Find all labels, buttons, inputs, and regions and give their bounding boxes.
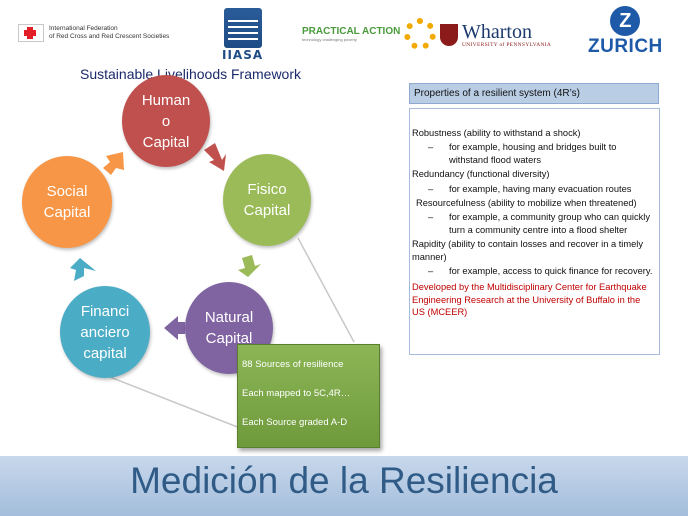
resourcefulness-example: – for example, a community group who can …: [412, 211, 655, 236]
dash: –: [428, 183, 434, 194]
sources-grading: Each Source graded A-D: [242, 417, 348, 428]
financiero-capital-node: Financi anciero capital: [60, 286, 150, 378]
wharton-logo: Wharton UNIVERSITY of PENNSYLVANIA: [440, 22, 551, 48]
redundancy-example-text: for example, having many evacuation rout…: [449, 183, 632, 194]
social-capital-node: Social Capital: [22, 156, 112, 248]
practical-action-name: PRACTICAL ACTION: [302, 26, 401, 37]
robustness-item: Robustness (ability to withstand a shock…: [412, 128, 581, 138]
zurich-logo: Z ZURICH: [588, 6, 663, 58]
robustness-example: – for example, housing and bridges built …: [412, 141, 655, 166]
arrow-social-to-human: [103, 152, 124, 175]
mceer-credit: Developed by the Multidisciplinary Cente…: [412, 282, 647, 318]
sources-box: 88 Sources of resilience Each mapped to …: [237, 344, 380, 448]
zurich-z-icon: Z: [610, 6, 641, 36]
sun-icon: [404, 18, 437, 50]
rapidity-example: – for example, access to quick finance fo…: [412, 265, 655, 277]
sources-count: 88 Sources of resilience: [242, 359, 344, 370]
arrow-human-to-fisico: [204, 143, 226, 171]
slide-title: Medición de la Resiliencia: [130, 460, 558, 501]
properties-header: Properties of a resilient system (4R’s): [409, 83, 659, 104]
red-cross-icon: [18, 24, 44, 42]
arrow-financiero-to-social: [70, 258, 96, 281]
ifrc-name: International Federation of Red Cross an…: [49, 25, 170, 40]
framework-title: Sustainable Livelihoods Framework: [80, 66, 301, 82]
wharton-name: Wharton: [462, 21, 532, 43]
iiasa-mark-icon: [223, 8, 262, 48]
redundancy-item: Redundancy (functional diversity): [412, 169, 550, 180]
ifrc-logo: International Federation of Red Cross an…: [18, 24, 169, 42]
human-capital-node: Human o Capital: [122, 75, 210, 167]
rapidity-example-text: for example, access to quick finance for…: [449, 266, 653, 277]
dash: –: [428, 266, 434, 277]
dash: –: [428, 212, 434, 223]
connector-fisico: [297, 237, 355, 343]
zurich-name: ZURICH: [588, 36, 663, 57]
iiasa-name: IIASA: [222, 48, 264, 62]
resourcefulness-item: Resourcefulness (ability to mobilize whe…: [416, 198, 637, 209]
sources-mapping: Each mapped to 5C,4R…: [242, 388, 351, 399]
arrow-natural-to-financiero: [164, 316, 185, 340]
practical-action-tagline: technology challenging poverty: [302, 37, 357, 42]
rapidity-item: Rapidity (ability to contain losses and …: [412, 239, 643, 262]
resourcefulness-example-text: for example, a community group who can q…: [449, 212, 651, 235]
wharton-sub: UNIVERSITY of PENNSYLVANIA: [462, 42, 552, 48]
redundancy-example: – for example, having many evacuation rou…: [412, 183, 655, 195]
arrow-fisico-to-natural: [238, 255, 261, 277]
properties-panel: Robustness (ability to withstand a shock…: [409, 108, 660, 355]
robustness-example-text: for example, housing and bridges built t…: [449, 142, 617, 165]
practical-action-logo: PRACTICAL ACTION technology challenging …: [302, 18, 437, 50]
iiasa-logo: IIASA: [222, 8, 263, 62]
fisico-capital-node: Fisico Capital: [223, 154, 311, 246]
connector-financiero: [91, 369, 241, 429]
footer-band: [0, 456, 688, 516]
dash: –: [428, 142, 434, 153]
shield-icon: [440, 24, 458, 46]
